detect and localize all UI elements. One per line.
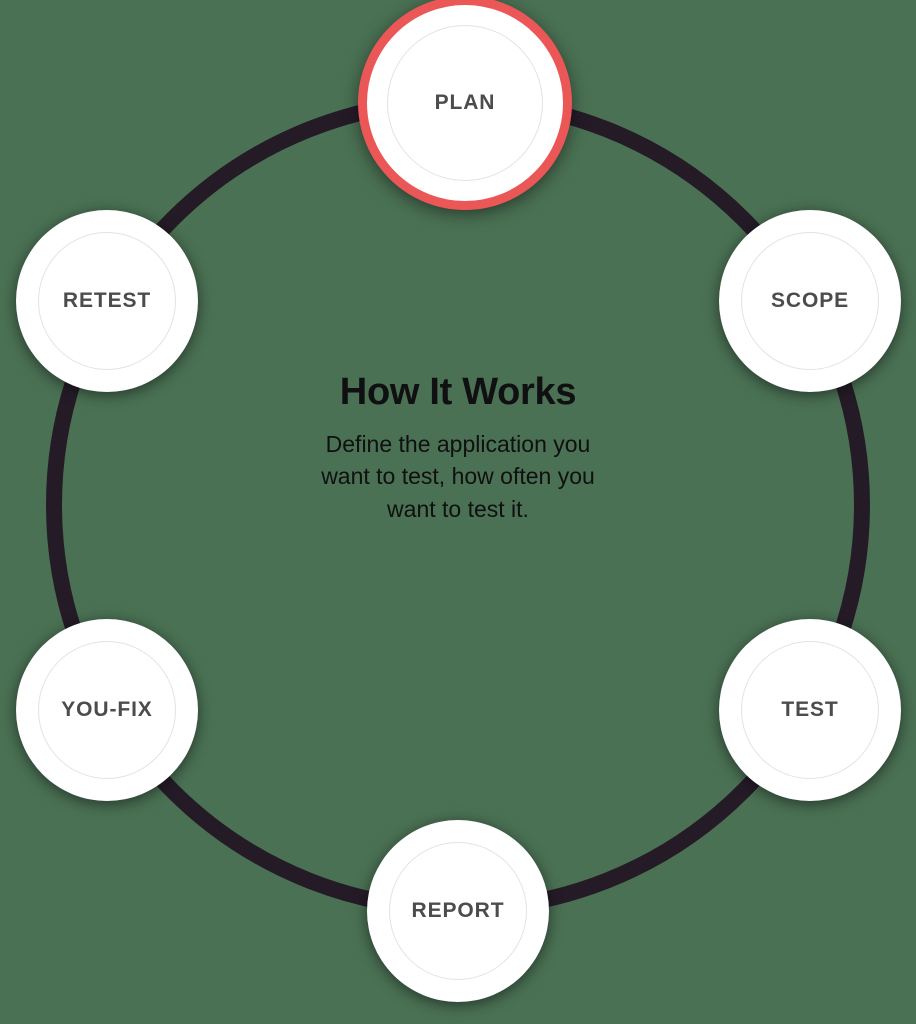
cycle-node-test-label: TEST xyxy=(781,698,839,721)
cycle-node-plan-label: PLAN xyxy=(434,91,496,114)
cycle-node-you-fix-label: YOU-FIX xyxy=(61,698,153,721)
cycle-node-test[interactable]: TEST xyxy=(719,619,901,801)
cycle-node-scope-label: SCOPE xyxy=(770,289,850,312)
cycle-node-plan[interactable]: PLAN xyxy=(358,0,572,210)
cycle-node-retest-label: RETEST xyxy=(62,289,152,312)
cycle-node-you-fix[interactable]: YOU-FIX xyxy=(16,619,198,801)
cycle-node-report[interactable]: REPORT xyxy=(367,820,549,1002)
cycle-node-scope[interactable]: SCOPE xyxy=(719,210,901,392)
cycle-node-report-label: REPORT xyxy=(411,899,505,922)
cycle-node-retest[interactable]: RETEST xyxy=(16,210,198,392)
